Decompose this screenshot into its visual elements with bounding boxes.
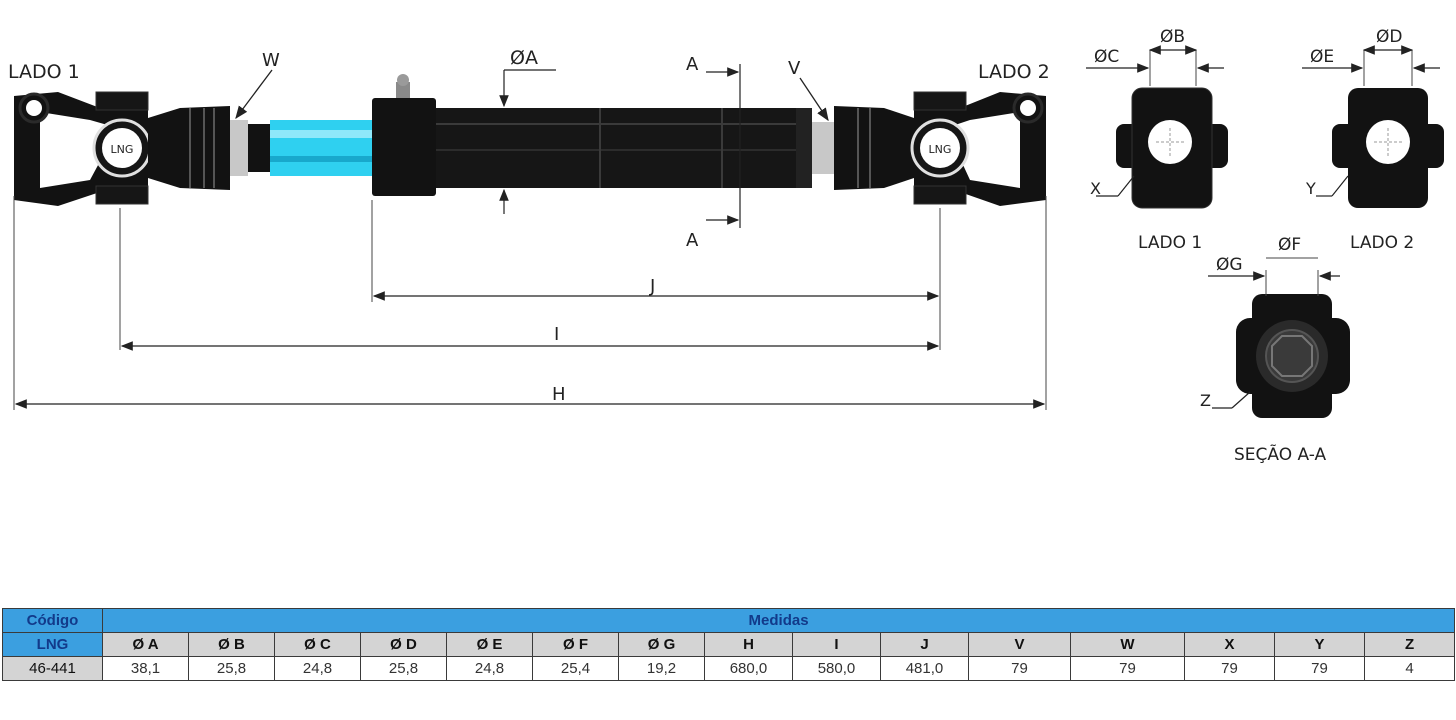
- right-slip-yoke: [834, 106, 914, 190]
- value-cell: 25,8: [188, 656, 275, 681]
- spline-shaft: [270, 120, 374, 176]
- section-view: ØF ØG Z SEÇÃO A-A: [1200, 235, 1350, 465]
- h-label: H: [552, 384, 566, 405]
- col-header: Y: [1274, 632, 1365, 657]
- value-cell: 79: [1070, 656, 1185, 681]
- col-header: Ø A: [102, 632, 189, 657]
- spec-table: Código Medidas LNG Ø A Ø B Ø C Ø D Ø E Ø…: [2, 608, 1456, 681]
- section-a-top: A: [686, 54, 699, 75]
- v-label: V: [788, 58, 801, 79]
- w-leader: [235, 69, 273, 120]
- table-columns-row: LNG Ø A Ø B Ø C Ø D Ø E Ø F Ø G H I J V …: [2, 632, 1456, 657]
- col-header: Ø D: [360, 632, 447, 657]
- value-cell: 79: [968, 656, 1071, 681]
- col-header: W: [1070, 632, 1185, 657]
- left-hub-text: LNG: [111, 143, 134, 156]
- side2-caption: LADO 2: [1350, 233, 1414, 253]
- medidas-header: Medidas: [101, 608, 1456, 633]
- value-cell: 24,8: [274, 656, 361, 681]
- side2-view: ØD ØE Y LADO 2: [1302, 27, 1444, 253]
- lado2-label: LADO 2: [978, 61, 1050, 83]
- value-cell: 38,1: [102, 656, 189, 681]
- value-cell: 79: [1274, 656, 1365, 681]
- value-cell: 24,8: [446, 656, 533, 681]
- left-yoke: LNG: [14, 91, 152, 206]
- col-header: I: [792, 632, 881, 657]
- value-cell: 481,0: [880, 656, 969, 681]
- driveshaft-drawing: LNG: [8, 27, 1444, 465]
- side1-phi-b: ØB: [1160, 27, 1185, 47]
- right-hub-text: LNG: [929, 143, 952, 156]
- v-leader: [799, 77, 829, 122]
- j-label: J: [649, 276, 655, 297]
- side1-phi-c: ØC: [1094, 47, 1119, 67]
- table-header-row: Código Medidas: [2, 608, 1456, 633]
- side2-phi-d: ØD: [1376, 27, 1402, 47]
- driveshaft-assembly: LNG: [14, 74, 1046, 206]
- col-header: X: [1184, 632, 1275, 657]
- col-header: V: [968, 632, 1071, 657]
- section-phi-g: ØG: [1216, 255, 1243, 275]
- side1-x: X: [1090, 179, 1101, 198]
- codigo-header: Código: [2, 608, 103, 633]
- value-cell: 25,4: [532, 656, 619, 681]
- value-cell: 19,2: [618, 656, 705, 681]
- phi-a-label: ØA: [510, 47, 538, 69]
- col-header: Z: [1363, 632, 1456, 657]
- side1-caption: LADO 1: [1138, 233, 1202, 253]
- value-cell: 79: [1184, 656, 1275, 681]
- brand-cell: LNG: [2, 632, 103, 657]
- section-phi-f: ØF: [1278, 235, 1301, 255]
- section-a-bottom: A: [686, 230, 699, 251]
- lado1-label: LADO 1: [8, 61, 80, 83]
- col-header: Ø E: [446, 632, 533, 657]
- value-cell: 680,0: [704, 656, 793, 681]
- value-cell: 25,8: [360, 656, 447, 681]
- value-cell: 4: [1363, 656, 1456, 681]
- right-yoke: LNG: [910, 91, 1046, 206]
- col-header: Ø C: [274, 632, 361, 657]
- side2-phi-e: ØE: [1310, 47, 1334, 67]
- shaft-tube: [372, 74, 834, 196]
- col-header: Ø B: [188, 632, 275, 657]
- left-slip-yoke: [148, 106, 272, 190]
- side2-y: Y: [1305, 179, 1316, 198]
- code-cell: 46-441: [2, 656, 103, 681]
- section-z: Z: [1200, 391, 1211, 410]
- side1-view: ØB ØC X LADO 1: [1086, 27, 1228, 253]
- col-header: H: [704, 632, 793, 657]
- section-caption: SEÇÃO A-A: [1234, 443, 1327, 465]
- i-label: I: [554, 324, 559, 345]
- w-label: W: [262, 50, 280, 71]
- value-cell: 580,0: [792, 656, 881, 681]
- table-row: 46-441 38,1 25,8 24,8 25,8 24,8 25,4 19,…: [2, 656, 1456, 681]
- col-header: Ø G: [618, 632, 705, 657]
- col-header: Ø F: [532, 632, 619, 657]
- col-header: J: [880, 632, 969, 657]
